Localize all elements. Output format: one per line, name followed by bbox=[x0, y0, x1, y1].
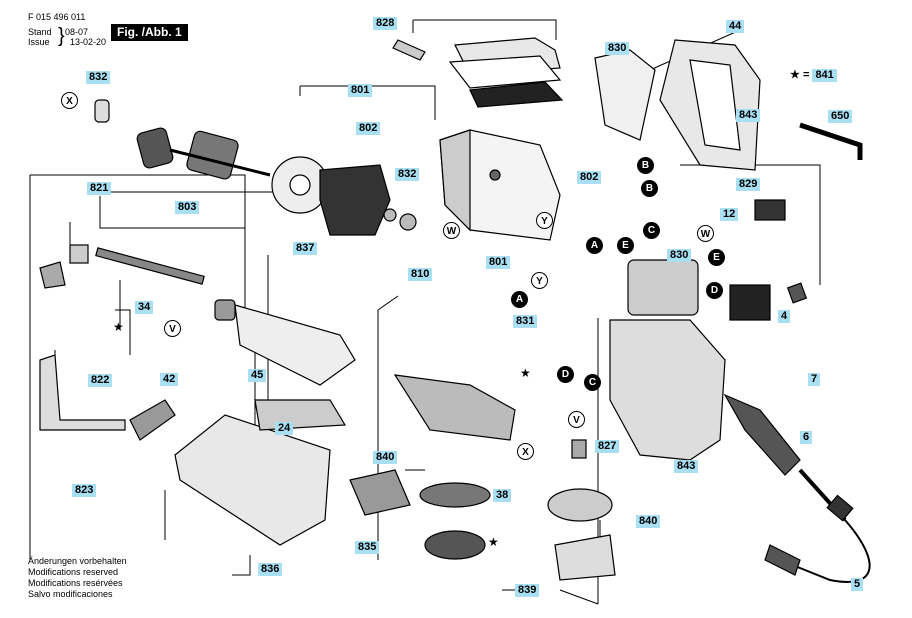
part-label: 802 bbox=[356, 122, 381, 135]
part-label: 828 bbox=[373, 17, 398, 30]
part-label: 843 bbox=[736, 109, 761, 122]
part-label: 830 bbox=[667, 249, 692, 262]
part-label: 822 bbox=[88, 374, 113, 387]
part-label: 7 bbox=[808, 373, 821, 386]
issue-label: Issue bbox=[28, 37, 50, 47]
callout-marker: X bbox=[61, 92, 78, 109]
stand-date: 08-07 bbox=[65, 27, 89, 37]
callout-marker: A bbox=[586, 237, 603, 254]
callout-marker: X bbox=[517, 443, 534, 460]
part-label: 38 bbox=[493, 489, 512, 502]
brace: } bbox=[58, 25, 65, 47]
callout-marker: C bbox=[584, 374, 601, 391]
part-label: 840 bbox=[636, 515, 661, 528]
part-label: 827 bbox=[595, 440, 620, 453]
part-label: 34 bbox=[135, 301, 154, 314]
part-label: 12 bbox=[720, 208, 739, 221]
note-line: Modifications reserved bbox=[28, 567, 119, 577]
callout-marker: C bbox=[643, 222, 660, 239]
part-label: 42 bbox=[160, 373, 179, 386]
star-icon: ★ bbox=[520, 366, 531, 380]
part-label: 810 bbox=[408, 268, 433, 281]
part-label: 6 bbox=[800, 431, 813, 444]
callout-marker: D bbox=[557, 366, 574, 383]
stand-label: Stand bbox=[28, 27, 52, 37]
part-label: 802 bbox=[577, 171, 602, 184]
modifications-note: Änderungen vorbehalten Modifications res… bbox=[28, 556, 127, 600]
doc-number: F 015 496 011 bbox=[28, 12, 86, 22]
part-label: 4 bbox=[778, 310, 791, 323]
part-label: 5 bbox=[851, 578, 864, 591]
figure-title: Fig. /Abb. 1 bbox=[111, 24, 188, 41]
part-label: 831 bbox=[513, 315, 538, 328]
note-line: Modifications resérvées bbox=[28, 578, 123, 588]
part-label: 840 bbox=[373, 451, 398, 464]
part-label: 45 bbox=[248, 369, 267, 382]
star-icon: ★ bbox=[488, 535, 499, 549]
legend: ★ = 841 bbox=[790, 68, 837, 82]
callout-marker: V bbox=[164, 320, 181, 337]
part-label: 835 bbox=[355, 541, 380, 554]
callout-marker: Y bbox=[531, 272, 548, 289]
part-label: 803 bbox=[175, 201, 200, 214]
part-label: 843 bbox=[674, 460, 699, 473]
callout-marker: Y bbox=[536, 212, 553, 229]
callout-marker: B bbox=[641, 180, 658, 197]
part-label: 832 bbox=[86, 71, 111, 84]
callout-marker: A bbox=[511, 291, 528, 308]
part-label: 24 bbox=[275, 422, 294, 435]
callout-marker: V bbox=[568, 411, 585, 428]
part-label: 801 bbox=[486, 256, 511, 269]
part-label: 839 bbox=[515, 584, 540, 597]
callout-marker: D bbox=[706, 282, 723, 299]
callout-marker: B bbox=[637, 157, 654, 174]
issue-date: 13-02-20 bbox=[70, 37, 107, 47]
callout-marker: W bbox=[443, 222, 460, 239]
part-label: 823 bbox=[72, 484, 97, 497]
part-label: 830 bbox=[605, 42, 630, 55]
note-line: Änderungen vorbehalten bbox=[28, 556, 127, 566]
star-icon: ★ bbox=[790, 69, 800, 81]
part-label: 44 bbox=[726, 20, 745, 33]
star-icon: ★ bbox=[113, 320, 124, 334]
part-label: 837 bbox=[293, 242, 318, 255]
part-label: 821 bbox=[87, 182, 112, 195]
note-line: Salvo modificaciones bbox=[28, 589, 113, 599]
part-label: 801 bbox=[348, 84, 373, 97]
legend-equals: = bbox=[802, 69, 810, 81]
part-label: 832 bbox=[395, 168, 420, 181]
callout-marker: E bbox=[708, 249, 725, 266]
callout-marker: W bbox=[697, 225, 714, 242]
part-label: 650 bbox=[828, 110, 853, 123]
part-label: 841 bbox=[812, 69, 837, 82]
part-label: 829 bbox=[736, 178, 761, 191]
part-label: 836 bbox=[258, 563, 283, 576]
callout-marker: E bbox=[617, 237, 634, 254]
